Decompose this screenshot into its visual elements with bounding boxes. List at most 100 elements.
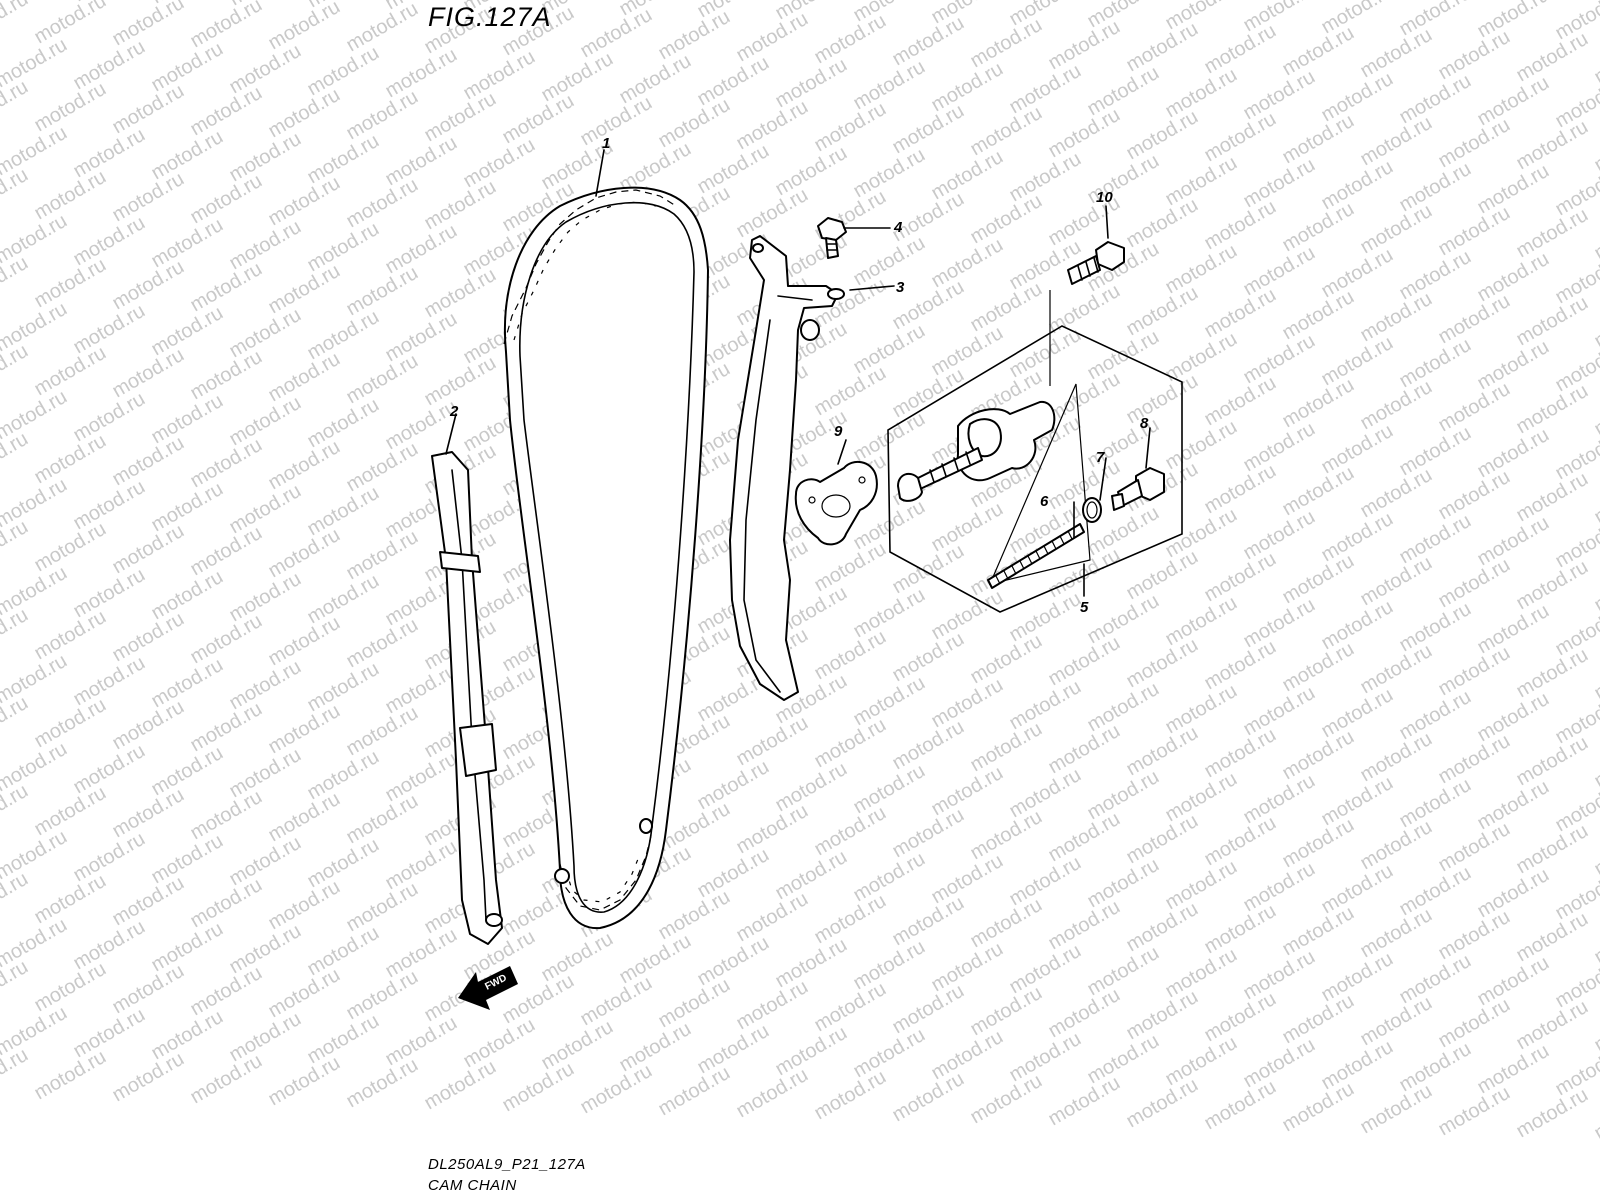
bolt-4-part[interactable]: [817, 217, 847, 259]
watermark-text: motod.ru: [1513, 204, 1592, 263]
watermark-text: motod.ru: [1279, 462, 1358, 521]
watermark-text: motod.ru: [967, 982, 1046, 1041]
watermark-text: motod.ru: [1279, 638, 1358, 697]
watermark-text: motod.ru: [187, 610, 266, 669]
watermark-text: motod.ru: [733, 8, 812, 67]
watermark-text: motod.ru: [31, 166, 110, 225]
watermark-text: motod.ru: [1513, 644, 1592, 703]
watermark-text: motod.ru: [1396, 950, 1475, 1009]
watermark-text: motod.ru: [1396, 246, 1475, 305]
watermark-text: motod.ru: [1201, 988, 1280, 1047]
watermark-text: motod.ru: [304, 1010, 383, 1069]
watermark-text: motod.ru: [265, 1052, 344, 1111]
watermark-text: motod.ru: [226, 480, 305, 539]
watermark-text: motod.ru: [1201, 460, 1280, 519]
callout-3: 3: [896, 279, 905, 296]
watermark-text: motod.ru: [1201, 900, 1280, 959]
watermark-text: motod.ru: [265, 964, 344, 1023]
tensioner-arm-part[interactable]: [729, 235, 845, 701]
cap-bolt-part[interactable]: [1111, 467, 1165, 511]
watermark-text: motod.ru: [382, 748, 461, 807]
watermark-text: motod.ru: [421, 176, 500, 235]
watermark-text: motod.ru: [811, 714, 890, 773]
watermark-text: motod.ru: [148, 830, 227, 889]
watermark-text: motod.ru: [1357, 464, 1436, 523]
watermark-text: motod.ru: [889, 716, 968, 775]
watermark-text: motod.ru: [1279, 1078, 1358, 1137]
watermark-text: motod.ru: [226, 40, 305, 99]
watermark-text: motod.ru: [1318, 68, 1397, 127]
watermark-text: motod.ru: [733, 712, 812, 771]
watermark-text: motod.ru: [421, 352, 500, 411]
watermark-text: motod.ru: [538, 1016, 617, 1075]
watermark-text: motod.ru: [382, 660, 461, 719]
watermark-text: motod.ru: [772, 1022, 851, 1081]
watermark-text: motod.ru: [1279, 990, 1358, 1049]
watermark-text: motod.ru: [187, 346, 266, 405]
watermark-text: motod.ru: [1240, 682, 1319, 741]
spring-part[interactable]: [987, 523, 1085, 589]
watermark-text: motod.ru: [1123, 194, 1202, 253]
bolt-10-part[interactable]: [1067, 241, 1125, 285]
watermark-text: motod.ru: [1591, 646, 1600, 705]
watermark-text: motod.ru: [226, 920, 305, 979]
watermark-text: motod.ru: [1123, 282, 1202, 341]
watermark-text: motod.ru: [1240, 154, 1319, 213]
watermark-text: motod.ru: [1435, 906, 1514, 965]
o-ring-part[interactable]: [1082, 497, 1102, 523]
watermark-text: motod.ru: [1162, 504, 1241, 563]
watermark-text: motod.ru: [1162, 240, 1241, 299]
callout-9: 9: [834, 423, 843, 440]
watermark-text: motod.ru: [31, 606, 110, 665]
watermark-text: motod.ru: [343, 174, 422, 233]
watermark-text: motod.ru: [1474, 512, 1553, 571]
watermark-text: motod.ru: [304, 42, 383, 101]
watermark-text: motod.ru: [1513, 468, 1592, 527]
watermark-text: motod.ru: [382, 220, 461, 279]
watermark-text: motod.ru: [889, 12, 968, 71]
watermark-text: motod.ru: [1123, 634, 1202, 693]
watermark-text: motod.ru: [265, 788, 344, 847]
watermark-text: motod.ru: [616, 1018, 695, 1077]
chain-guide-part[interactable]: [431, 451, 503, 945]
watermark-text: motod.ru: [343, 526, 422, 585]
watermark-text: motod.ru: [31, 254, 110, 313]
watermark-text: motod.ru: [577, 92, 656, 151]
watermark-text: motod.ru: [1396, 70, 1475, 129]
watermark-text: motod.ru: [1435, 554, 1514, 613]
watermark-text: motod.ru: [304, 482, 383, 541]
watermark-text: motod.ru: [1435, 202, 1514, 261]
watermark-text: motod.ru: [889, 188, 968, 247]
watermark-text: motod.ru: [733, 888, 812, 947]
watermark-text: motod.ru: [148, 126, 227, 185]
watermark-text: motod.ru: [1045, 368, 1124, 427]
watermark-text: motod.ru: [850, 848, 929, 907]
watermark-text: motod.ru: [655, 1062, 734, 1121]
watermark-text: motod.ru: [0, 780, 32, 839]
tensioner-body-part[interactable]: [897, 400, 1056, 502]
watermark-text: motod.ru: [343, 350, 422, 409]
watermark-text: motod.ru: [265, 84, 344, 143]
watermark-text: motod.ru: [1240, 66, 1319, 125]
watermark-text: motod.ru: [811, 1066, 890, 1125]
watermark-text: motod.ru: [343, 614, 422, 673]
watermark-text: motod.ru: [1240, 946, 1319, 1005]
watermark-text: motod.ru: [577, 4, 656, 63]
watermark-text: motod.ru: [1591, 998, 1600, 1057]
watermark-text: motod.ru: [967, 278, 1046, 337]
watermark-text: motod.ru: [421, 88, 500, 147]
watermark-text: motod.ru: [1513, 908, 1592, 967]
watermark-text: motod.ru: [1396, 774, 1475, 833]
watermark-text: motod.ru: [148, 390, 227, 449]
watermark-text: motod.ru: [1240, 1034, 1319, 1093]
fwd-arrow-icon: FWD: [458, 966, 518, 1010]
watermark-text: motod.ru: [1318, 156, 1397, 215]
watermark-text: motod.ru: [109, 520, 188, 579]
watermark-layer: motod.rumotod.rumotod.rumotod.rumotod.ru…: [0, 0, 1600, 1144]
watermark-text: motod.ru: [928, 58, 1007, 117]
callout-labels: 1 2 3 4 5 6 7 8 9 10: [449, 135, 1149, 616]
watermark-text: motod.ru: [304, 394, 383, 453]
gasket-part[interactable]: [794, 460, 878, 546]
cam-chain-part[interactable]: [503, 186, 709, 930]
watermark-text: motod.ru: [1045, 896, 1124, 955]
